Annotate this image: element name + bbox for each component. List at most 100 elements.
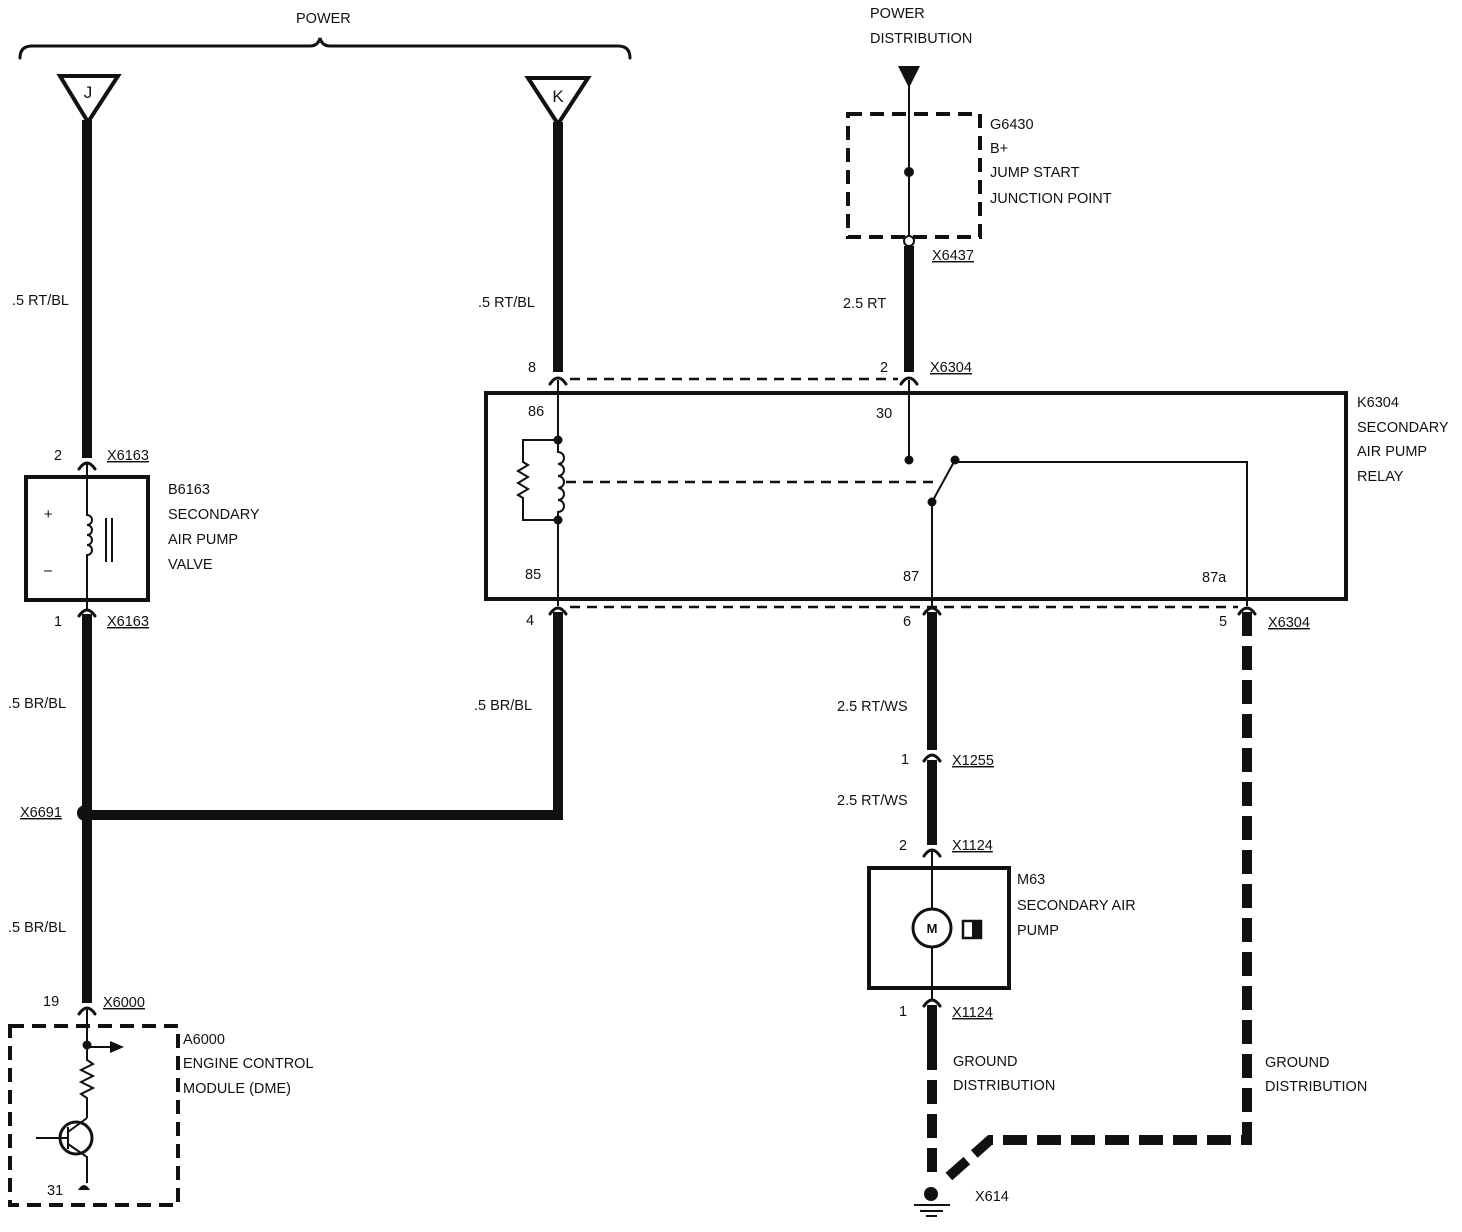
- relay-pin-6: 6: [903, 614, 911, 630]
- pump-connector-top-label: X1124: [952, 838, 993, 854]
- ground-relay-line1: GROUND: [1265, 1055, 1329, 1071]
- relay-line2: AIR PUMP: [1357, 444, 1427, 460]
- pump-connector-bottom-label: X1124: [952, 1005, 993, 1021]
- relay-id: K6304: [1357, 395, 1399, 411]
- wire-label-j-to-valve: .5 RT/BL: [12, 293, 69, 309]
- valve-coil-icon: [86, 463, 93, 610]
- terminal-k-triangle: [524, 76, 592, 128]
- ecm-id: A6000: [183, 1032, 225, 1048]
- ecm-connector-label: X6000: [103, 995, 145, 1011]
- jump-start-line1: B+: [990, 141, 1008, 157]
- ecm-pin-19: 19: [43, 994, 59, 1010]
- terminal-j-triangle: [56, 74, 122, 126]
- valve-connector-top-label: X6163: [107, 448, 149, 464]
- relay-connector-top-label: X6304: [930, 360, 972, 376]
- connector-x6437-label: X6437: [932, 248, 974, 264]
- ecm-transistor-emitter: [67, 1143, 88, 1183]
- wire-label-splice-to-ecm: .5 BR/BL: [8, 920, 66, 936]
- relay-coil-node-top: [553, 435, 563, 445]
- wire-label-x1255-to-pump: 2.5 RT/WS: [837, 793, 908, 809]
- ecm-ground-pin-31: 31: [47, 1183, 63, 1199]
- ecm-line1: ENGINE CONTROL: [183, 1056, 314, 1072]
- ground-point-label: X614: [975, 1189, 1009, 1205]
- pump-pin1-connector: [922, 998, 942, 1008]
- splice-x6691-node: [77, 805, 93, 821]
- ground-pump-line1: GROUND: [953, 1054, 1017, 1070]
- wires-top: .5 RT/BL .5 RT/BL 2.5 RT: [12, 120, 914, 458]
- ecm-a6000: 19 X6000 31 A6000 ENGINE CONTROL MODULE …: [8, 994, 314, 1207]
- valve-pin-1: 1: [54, 614, 62, 630]
- power-label: POWER: [296, 11, 351, 27]
- relay-suppression-resistor-icon: [516, 439, 558, 521]
- relay-terminal-86: 86: [528, 404, 544, 420]
- valve-pin-2: 2: [54, 448, 62, 464]
- relay-terminal-87a: 87a: [1202, 570, 1227, 586]
- ecm-resistor-icon: [78, 1045, 96, 1118]
- power-distribution-line2: DISTRIBUTION: [870, 31, 972, 47]
- power-distribution-line1: POWER: [870, 6, 925, 22]
- ecm-ground-icon: [78, 1185, 90, 1190]
- valve-minus-sign: –: [44, 563, 53, 579]
- relay-contact-87a: [950, 455, 960, 465]
- relay-terminal-87: 87: [903, 569, 919, 585]
- relay-ground-circuit: GROUND DISTRIBUTION: [941, 612, 1367, 1184]
- valve-line2: AIR PUMP: [168, 532, 238, 548]
- wire-label-relay-to-x1255: 2.5 RT/WS: [837, 699, 908, 715]
- valve-b6163: 2 X6163 + – B6163 SECONDARY AIR PUMP VAL…: [24, 448, 260, 630]
- valve-id: B6163: [168, 482, 210, 498]
- relay-k6304: 8 2 X6304 86 30 85 87 87a K6304 SECONDAR…: [484, 360, 1449, 631]
- relay-terminal-85: 85: [525, 567, 541, 583]
- pump-pin-2: 2: [899, 838, 907, 854]
- connector-x1255-label: X1255: [952, 753, 994, 769]
- power-feed-arrow-icon: [898, 66, 920, 88]
- pump-motor-symbol: M: [927, 921, 938, 936]
- jump-start-line3: JUNCTION POINT: [990, 191, 1112, 207]
- power-distribution: POWER DISTRIBUTION G6430 B+ JUMP START J…: [846, 6, 1112, 264]
- relay-pin5-connector: [1237, 606, 1257, 616]
- valve-line1: SECONDARY: [168, 507, 260, 523]
- wire-relay-to-splice: [87, 612, 563, 820]
- splice-circuit: X6691 .5 BR/BL .5 BR/BL .5 BR/BL: [8, 612, 563, 1003]
- power-bus: POWER J K: [18, 11, 632, 128]
- ecm-transistor-collector: [67, 1117, 88, 1133]
- pump-box: [867, 866, 1011, 990]
- pump-circuit: 2.5 RT/WS 1 X1255 2.5 RT/WS 2 X1124 M M6…: [837, 612, 1136, 1182]
- pump-id: M63: [1017, 872, 1045, 888]
- ecm-signal-arrow-icon: [110, 1041, 124, 1053]
- relay-pin-5: 5: [1219, 614, 1227, 630]
- pump-line1: SECONDARY AIR: [1017, 898, 1136, 914]
- relay-coil-icon: [557, 380, 565, 606]
- connector-x1255-pin: 1: [901, 752, 909, 768]
- relay-pin-4: 4: [526, 613, 534, 629]
- relay-pin2-connector: [899, 376, 919, 386]
- pump-valve-symbol-fill: [972, 921, 981, 938]
- relay-connector-bottom-label: X6304: [1268, 615, 1310, 631]
- ecm-box: [8, 1024, 180, 1207]
- relay-coil-node-bottom: [553, 515, 563, 525]
- ground-point-node: [924, 1187, 938, 1201]
- power-bracket: [18, 37, 632, 60]
- relay-terminal-87a-line: [955, 461, 1248, 606]
- relay-pin-8: 8: [528, 360, 536, 376]
- wire-label-relay-to-splice: .5 BR/BL: [474, 698, 532, 714]
- connector-x6437-pin: [903, 235, 915, 247]
- ground-point-x614: X614: [914, 1187, 1009, 1217]
- relay-box: [484, 391, 1348, 601]
- wire-relay-to-ground: [941, 612, 1252, 1184]
- ground-relay-line2: DISTRIBUTION: [1265, 1079, 1367, 1095]
- valve-connector-bottom-label: X6163: [107, 614, 149, 630]
- relay-switch-arm: [931, 459, 956, 503]
- relay-line1: SECONDARY: [1357, 420, 1449, 436]
- pump-pin-1: 1: [899, 1004, 907, 1020]
- connector-x1255-icon: [922, 753, 942, 763]
- relay-line3: RELAY: [1357, 469, 1404, 485]
- terminal-k-label: K: [552, 87, 564, 106]
- jump-start-line2: JUMP START: [990, 165, 1080, 181]
- splice-label: X6691: [20, 805, 62, 821]
- relay-pin-2: 2: [880, 360, 888, 376]
- jump-start-id: G6430: [990, 117, 1034, 133]
- ecm-line2: MODULE (DME): [183, 1081, 291, 1097]
- terminal-j-label: J: [84, 83, 93, 102]
- pump-line2: PUMP: [1017, 923, 1059, 939]
